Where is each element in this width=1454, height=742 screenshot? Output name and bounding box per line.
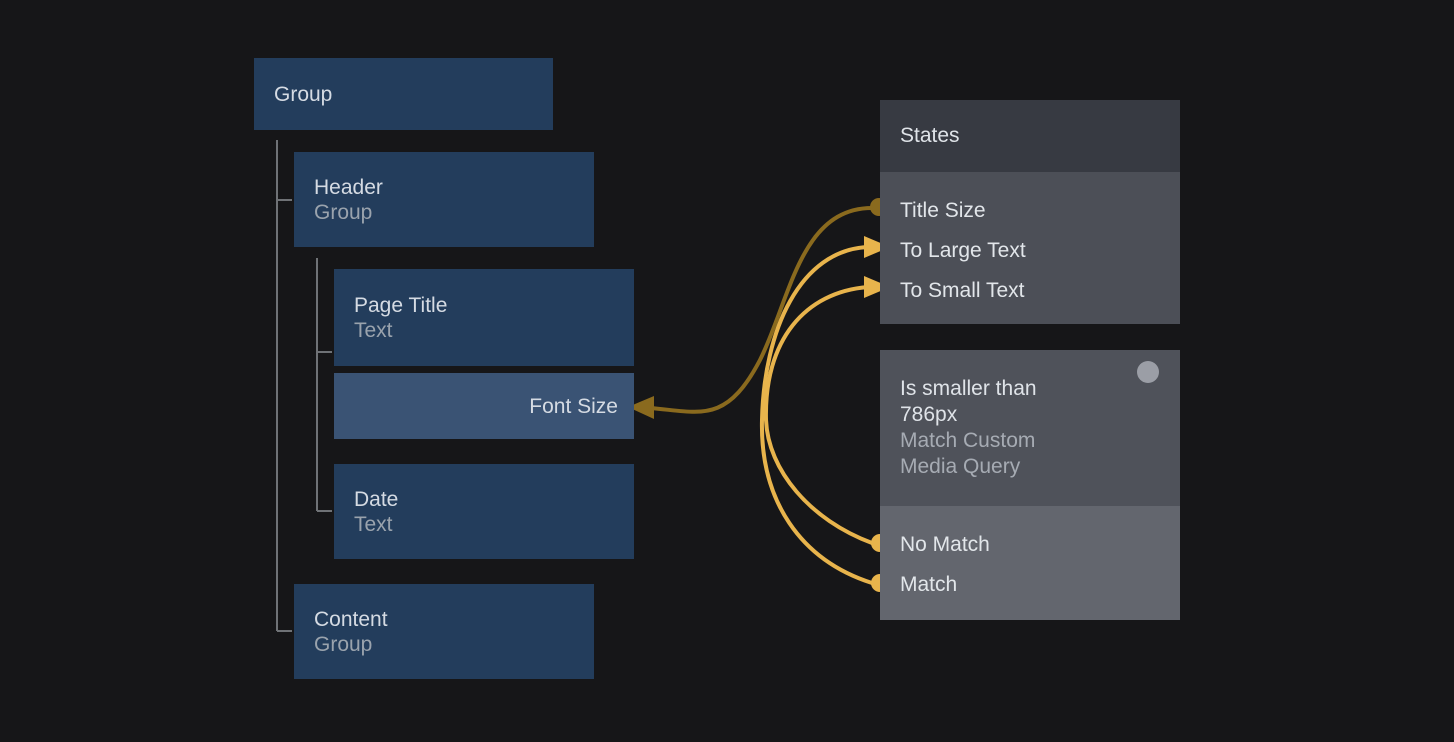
port-label-to-small-text: To Small Text: [900, 278, 1025, 302]
node-page-title-title: Page Title: [354, 293, 448, 317]
node-page-title[interactable]: Page Title Text: [334, 269, 634, 366]
tree-connector-lines: [276, 140, 332, 632]
status-dot-icon: [1137, 361, 1159, 383]
panel-media-query-header: Is smaller than 786px Match Custom Media…: [880, 350, 1180, 506]
panel-media-query-subtitle-line1: Match Custom: [900, 429, 1036, 452]
property-label-font-size: Font Size: [529, 394, 618, 418]
port-row-to-small-text[interactable]: To Small Text: [900, 270, 1180, 310]
node-date[interactable]: Date Text: [334, 464, 634, 559]
node-header[interactable]: Header Group: [294, 152, 594, 247]
wire-no-match-to-small-text: [763, 276, 890, 552]
port-row-to-large-text[interactable]: To Large Text: [900, 230, 1180, 270]
panel-states-body: Title Size To Large Text To Small Text: [880, 172, 1180, 324]
node-content-subtitle: Group: [314, 632, 373, 656]
port-label-no-match: No Match: [900, 532, 990, 556]
property-row-font-size[interactable]: Font Size: [334, 373, 634, 439]
node-page-title-subtitle: Text: [354, 318, 393, 342]
node-date-subtitle: Text: [354, 512, 393, 536]
node-content[interactable]: Content Group: [294, 584, 594, 679]
port-label-title-size: Title Size: [900, 198, 986, 222]
panel-media-query-body: No Match Match: [880, 506, 1180, 620]
port-label-match: Match: [900, 572, 958, 596]
node-date-title: Date: [354, 487, 399, 511]
panel-states[interactable]: States Title Size To Large Text To Small…: [880, 100, 1180, 324]
port-row-title-size[interactable]: Title Size: [900, 190, 1180, 230]
wire-title-size-to-font-size: [628, 198, 888, 419]
panel-media-query-title-line1: Is smaller than: [900, 377, 1037, 400]
port-row-match[interactable]: Match: [900, 564, 1180, 604]
panel-states-header: States: [880, 100, 1180, 172]
port-row-no-match[interactable]: No Match: [900, 524, 1180, 564]
panel-states-title: States: [900, 124, 960, 147]
node-header-title: Header: [314, 175, 383, 199]
port-label-to-large-text: To Large Text: [900, 238, 1026, 262]
node-group-root[interactable]: Group: [254, 58, 553, 130]
node-group-root-title: Group: [274, 82, 333, 106]
node-content-title: Content: [314, 607, 388, 631]
panel-media-query[interactable]: Is smaller than 786px Match Custom Media…: [880, 350, 1180, 620]
node-header-subtitle: Group: [314, 200, 373, 224]
panel-media-query-title-line2: 786px: [900, 403, 958, 426]
panel-media-query-subtitle-line2: Media Query: [900, 455, 1021, 478]
